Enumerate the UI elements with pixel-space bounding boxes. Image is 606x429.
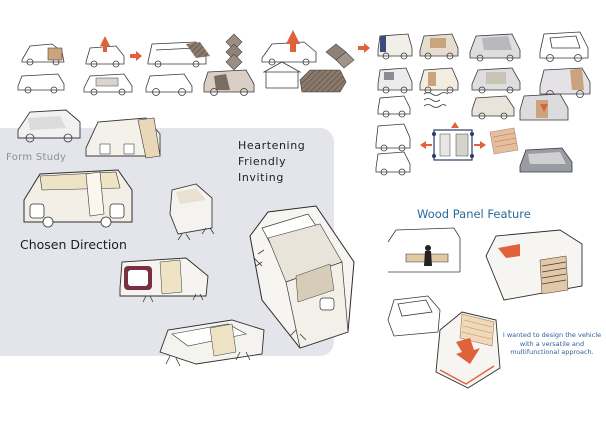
quilted-module xyxy=(225,33,243,71)
chosen-van-perspective xyxy=(249,205,355,349)
handwritten-notes xyxy=(423,92,449,108)
sketch-row-1 xyxy=(21,30,370,71)
van-sketch xyxy=(17,109,81,143)
van-sketch xyxy=(145,73,193,96)
wood-slat-module xyxy=(435,311,501,389)
wood-panel-title: Wood Panel Feature xyxy=(417,207,531,221)
top-view-layout xyxy=(432,129,474,161)
van-sketch xyxy=(539,67,591,98)
quilted-module xyxy=(325,43,355,69)
adjective-inviting: Inviting xyxy=(238,171,284,184)
van-sketch xyxy=(203,69,255,96)
van-sketch xyxy=(519,93,569,121)
down-arrow-icon xyxy=(456,338,480,364)
chosen-direction-label: Chosen Direction xyxy=(20,237,127,252)
van-sketch xyxy=(85,117,161,159)
van-sketch xyxy=(377,67,413,94)
right-arrow-icon xyxy=(358,43,370,53)
up-arrow-icon xyxy=(451,122,459,128)
form-study-label: Form Study xyxy=(6,152,67,163)
van-sketch xyxy=(159,319,265,367)
van-sketch xyxy=(83,73,133,96)
van-sketch xyxy=(17,73,65,94)
adjective-friendly: Friendly xyxy=(238,155,287,168)
shelter-sketch xyxy=(262,61,347,93)
van-sketch xyxy=(85,45,125,68)
hatched-panel xyxy=(186,42,210,58)
right-arrow-icon xyxy=(474,141,486,149)
van-sketch xyxy=(471,95,515,120)
form-study-sketches xyxy=(17,109,355,367)
wood-panel-sketches xyxy=(387,227,583,389)
van-sketch xyxy=(375,123,411,152)
wood-panel-note: I wanted to design the vehicle with a ve… xyxy=(502,331,602,357)
sketch-grid-right xyxy=(375,31,591,176)
chosen-van-front xyxy=(23,169,133,228)
van-sketch xyxy=(419,33,459,60)
interior-seat-sketch xyxy=(387,227,461,273)
van-sketch xyxy=(387,295,441,337)
sketch-row-2 xyxy=(17,61,347,96)
right-arrow-icon xyxy=(130,51,142,61)
adjective-heartening: Heartening xyxy=(238,139,306,152)
up-arrow-icon xyxy=(286,30,300,52)
van-sketch xyxy=(519,147,573,173)
wood-slat-panel xyxy=(489,127,519,155)
van-sketch xyxy=(119,257,209,303)
van-sketch xyxy=(377,33,413,60)
van-sketch xyxy=(375,151,411,176)
left-arrow-icon xyxy=(420,141,432,149)
wood-block xyxy=(47,47,63,61)
van-sketch xyxy=(419,67,459,94)
van-sketch xyxy=(539,31,589,62)
van-sketch xyxy=(169,183,215,241)
up-arrow-icon xyxy=(100,36,110,52)
van-sketch xyxy=(261,41,317,66)
van-sketch xyxy=(471,67,521,94)
folding-panel-sketch xyxy=(485,229,583,301)
van-sketch xyxy=(469,33,521,62)
van-sketch xyxy=(377,95,411,118)
